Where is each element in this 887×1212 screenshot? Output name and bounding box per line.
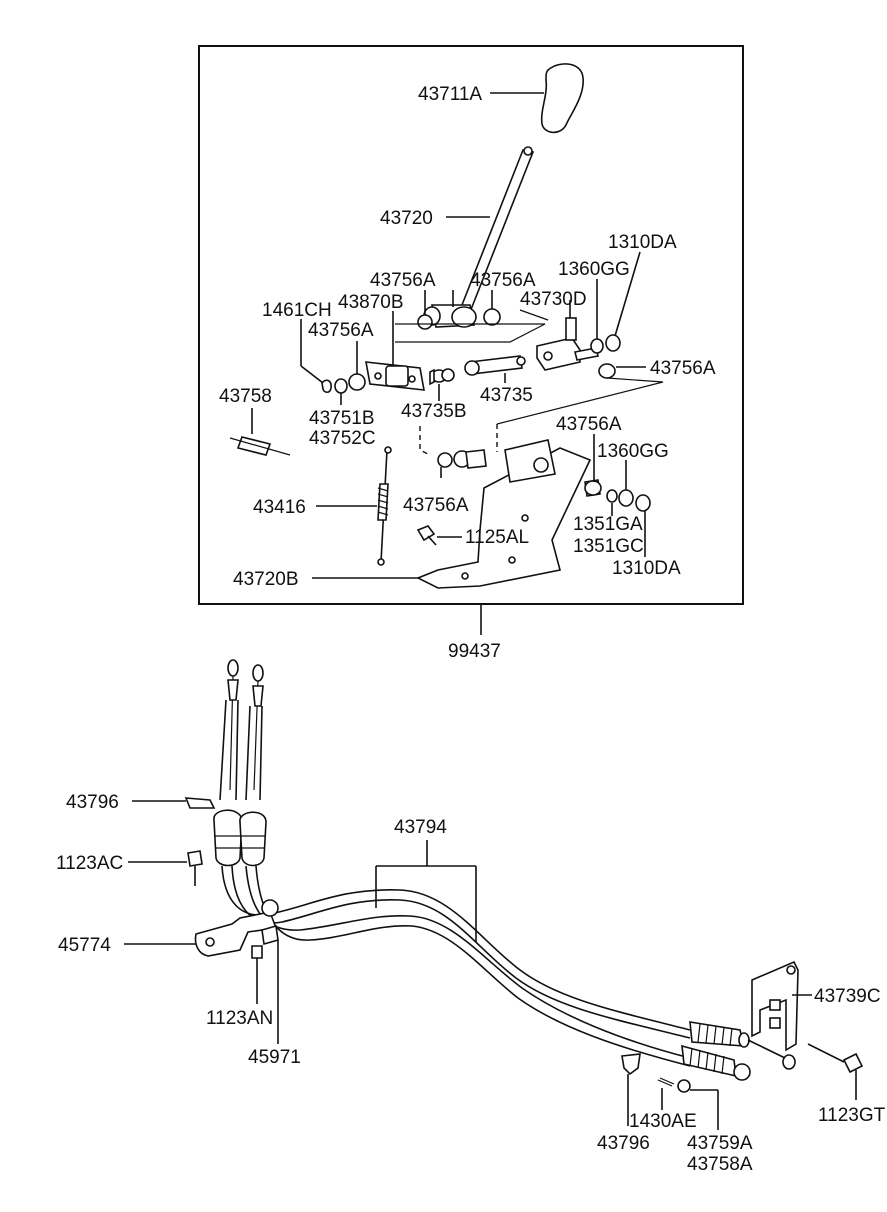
lever-base-bracket (416, 439, 592, 589)
washer (334, 378, 348, 394)
select-cable (255, 865, 691, 1067)
part-number-label: 43416 (253, 497, 306, 518)
part-number-label: 1461CH (262, 300, 332, 321)
part-number-label: 43756A (470, 270, 536, 291)
lever-pivot-body (423, 304, 477, 328)
bushing (598, 363, 616, 379)
cable-clip (184, 797, 216, 809)
pivot-bushing-lower (437, 449, 487, 469)
cable-retainer (261, 924, 279, 946)
part-number-label: 1310DA (612, 558, 681, 579)
pin-bushing-set (429, 368, 455, 386)
part-number-label: 1360GG (597, 441, 669, 462)
bolt (416, 525, 437, 546)
cable-leader (375, 840, 477, 942)
part-number-label: 43739C (814, 986, 881, 1007)
part-number-label: 43796 (597, 1133, 650, 1154)
part-number-label: 1123AN (206, 1008, 273, 1029)
cable-mounting-bracket (194, 899, 279, 957)
part-number-label: 43751B (309, 408, 375, 429)
part-number-label: 1360GG (558, 259, 630, 280)
lever-housing-plate (365, 361, 425, 391)
part-number-label: 1125AL (465, 527, 529, 548)
cable-boot-lower (681, 1044, 751, 1081)
bushing (483, 308, 501, 326)
part-number-label: 43796 (66, 792, 119, 813)
part-number-label: 1351GC (573, 536, 644, 557)
bushing (417, 314, 433, 330)
shift-cable (221, 865, 691, 1031)
bolt (807, 1043, 864, 1074)
part-number-label: 1123GT (818, 1105, 886, 1126)
part-number-label: 1351GA (573, 514, 643, 535)
part-number-label: 43756A (650, 358, 716, 379)
shift-lever-assembly-frame (198, 45, 744, 605)
part-number-label: 1430AE (629, 1111, 697, 1132)
cable-sheath (219, 699, 263, 801)
part-number-label: 43735B (401, 401, 467, 422)
select-cable (245, 865, 691, 1059)
part-number-label: 43735 (480, 385, 533, 406)
part-number-label: 99437 (448, 641, 501, 662)
nut (605, 334, 621, 352)
part-number-label: 43794 (394, 817, 447, 838)
lower-washer-stack (584, 479, 651, 512)
part-number-label: 45774 (58, 935, 111, 956)
part-number-label: 43720 (380, 208, 433, 229)
cable-grommet (213, 809, 267, 867)
bolt (251, 945, 263, 970)
part-number-label: 43752C (309, 428, 376, 449)
part-number-label: 43730D (520, 289, 587, 310)
part-number-label: 1310DA (608, 232, 677, 253)
part-number-label: 43758 (219, 386, 272, 407)
part-number-label: 43756A (308, 320, 374, 341)
part-number-label: 43720B (233, 569, 299, 590)
shift-knob (540, 63, 584, 134)
part-number-label: 43756A (556, 414, 622, 435)
washer (677, 1079, 691, 1093)
cable-support-bracket (751, 960, 799, 1052)
part-number-label: 43756A (403, 495, 469, 516)
bolt (187, 850, 203, 886)
cable-clip (621, 1053, 641, 1076)
cable-end-eye-right (252, 664, 264, 791)
part-number-label: 43711A (418, 84, 482, 105)
part-number-label: 43759A (687, 1133, 753, 1154)
cable-boot-upper (689, 1021, 796, 1070)
return-spring-rod (377, 446, 392, 566)
part-number-label: 1123AC (56, 853, 123, 874)
part-number-label: 45971 (248, 1047, 301, 1068)
bushing (348, 373, 366, 391)
pivot-shaft (464, 355, 526, 376)
washer (590, 338, 604, 354)
part-number-label: 43758A (687, 1154, 753, 1175)
split-pin (657, 1077, 675, 1087)
cable-end-eye-left (227, 659, 239, 791)
spring-pin (229, 436, 291, 456)
select-lever-bracket (536, 317, 599, 371)
part-number-label: 43870B (338, 292, 404, 313)
retaining-clip (321, 379, 332, 394)
part-number-label: 43756A (370, 270, 436, 291)
